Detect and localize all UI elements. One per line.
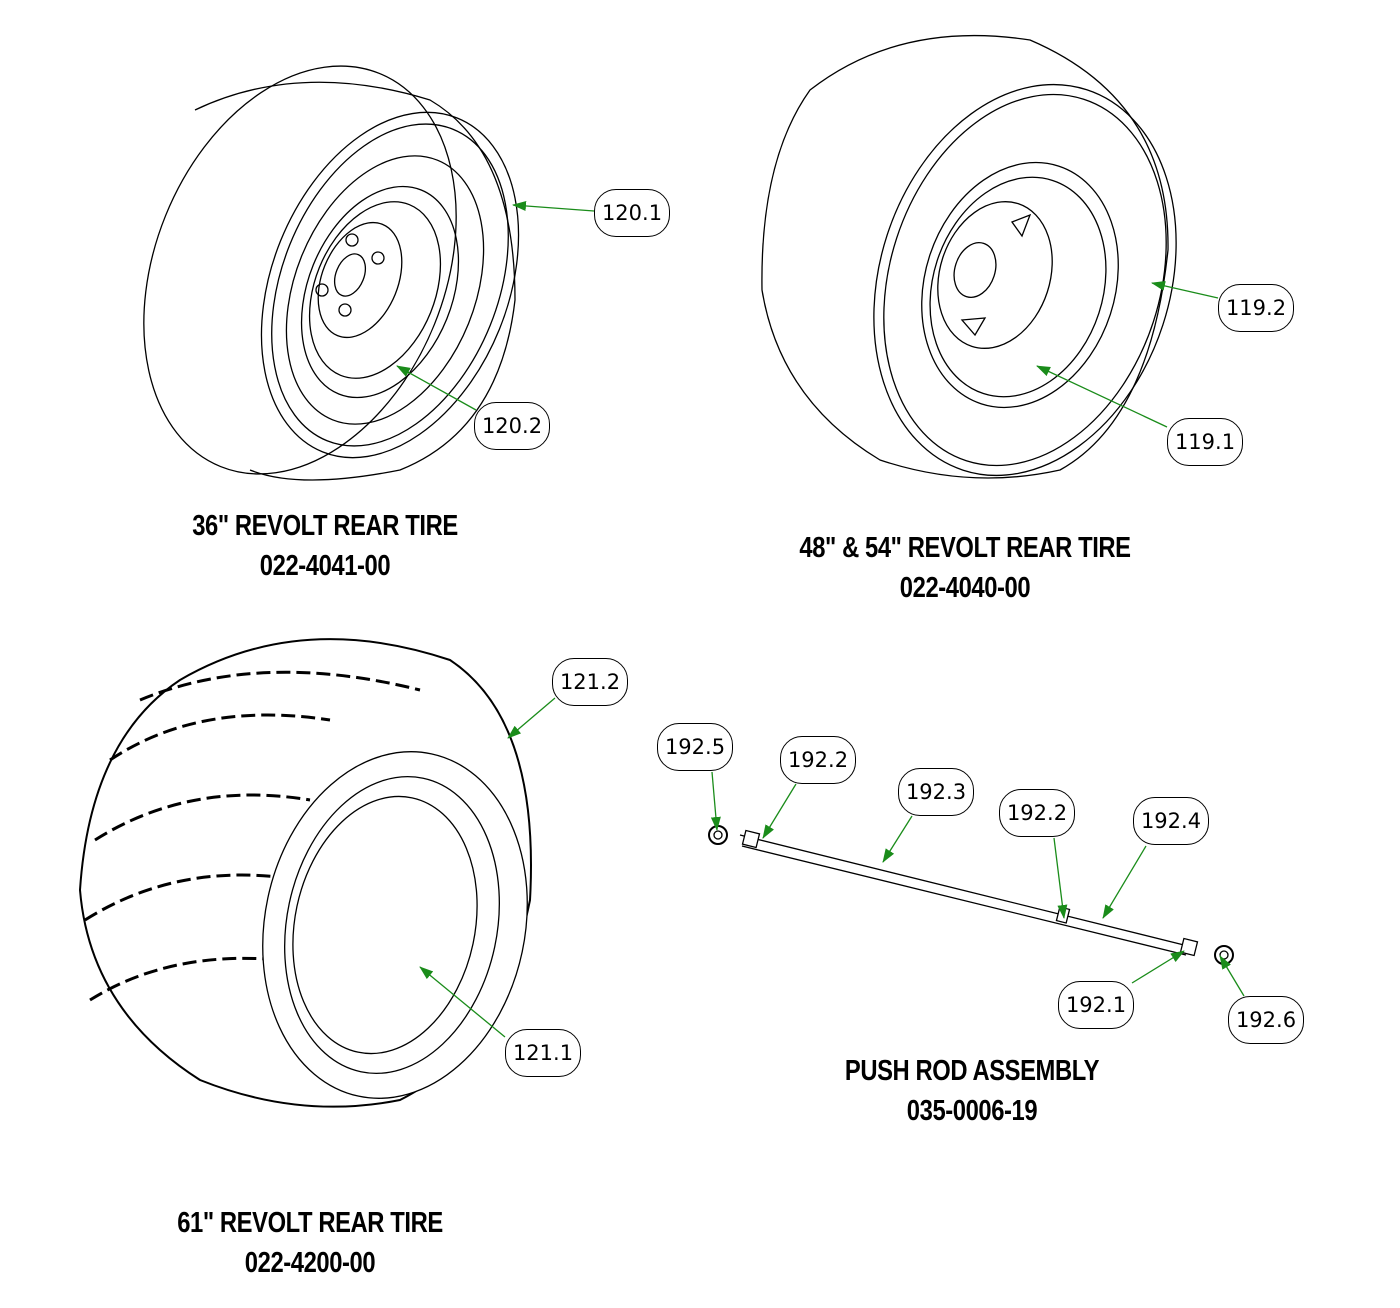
leader-arrow	[512, 200, 595, 212]
callout-bubble: 192.5	[657, 723, 733, 771]
callout-bubble: 120.2	[474, 402, 550, 450]
callout-bubble: 192.3	[898, 768, 974, 816]
leader-arrow	[396, 365, 477, 411]
leader-arrow	[1053, 837, 1068, 919]
tire-61-drawing	[78, 638, 532, 1108]
assembly-name: 61" REVOLT REAR TIRE	[177, 1207, 443, 1239]
callout-bubble: 192.1	[1058, 981, 1134, 1029]
leader-arrow	[1151, 281, 1219, 299]
push-rod-drawing	[708, 825, 1234, 965]
leader-arrow	[1102, 845, 1147, 919]
callout-bubble: 192.6	[1228, 996, 1304, 1044]
title-48-54-tire: 48" & 54" REVOLT REAR TIRE 022-4040-00	[760, 528, 1170, 608]
callout-bubble: 121.1	[505, 1029, 581, 1077]
leader-arrow	[419, 966, 506, 1038]
leader-arrow	[1219, 955, 1245, 997]
callout-bubble: 119.1	[1167, 418, 1243, 466]
callout-bubble: 119.2	[1218, 284, 1294, 332]
callout-bubble: 192.4	[1133, 797, 1209, 845]
leader-arrow	[507, 697, 556, 739]
callout-bubble: 192.2	[780, 736, 856, 784]
assembly-name: PUSH ROD ASSEMBLY	[844, 1055, 1100, 1087]
leader-arrow	[1131, 950, 1185, 984]
leader-arrow	[1036, 365, 1168, 428]
title-36-tire: 36" REVOLT REAR TIRE 022-4041-00	[120, 506, 530, 586]
assembly-name: 36" REVOLT REAR TIRE	[192, 510, 458, 542]
title-61-tire: 61" REVOLT REAR TIRE 022-4200-00	[105, 1203, 515, 1283]
part-number: 022-4041-00	[259, 550, 391, 582]
part-number: 035-0006-19	[906, 1095, 1038, 1127]
callout-bubble: 121.2	[552, 658, 628, 706]
assembly-name: 48" & 54" REVOLT REAR TIRE	[799, 532, 1131, 564]
tire-48-54-drawing	[761, 34, 1177, 479]
leader-arrow	[882, 815, 913, 863]
part-number: 022-4200-00	[244, 1247, 376, 1279]
part-number: 022-4040-00	[899, 572, 1031, 604]
leader-arrow	[762, 783, 797, 839]
callout-bubble: 120.1	[594, 189, 670, 237]
leader-lines	[396, 200, 1245, 1038]
tire-36-drawing	[143, 65, 520, 481]
title-push-rod: PUSH ROD ASSEMBLY 035-0006-19	[767, 1051, 1177, 1131]
callout-bubble: 192.2	[999, 789, 1075, 837]
leader-arrow	[710, 771, 721, 831]
